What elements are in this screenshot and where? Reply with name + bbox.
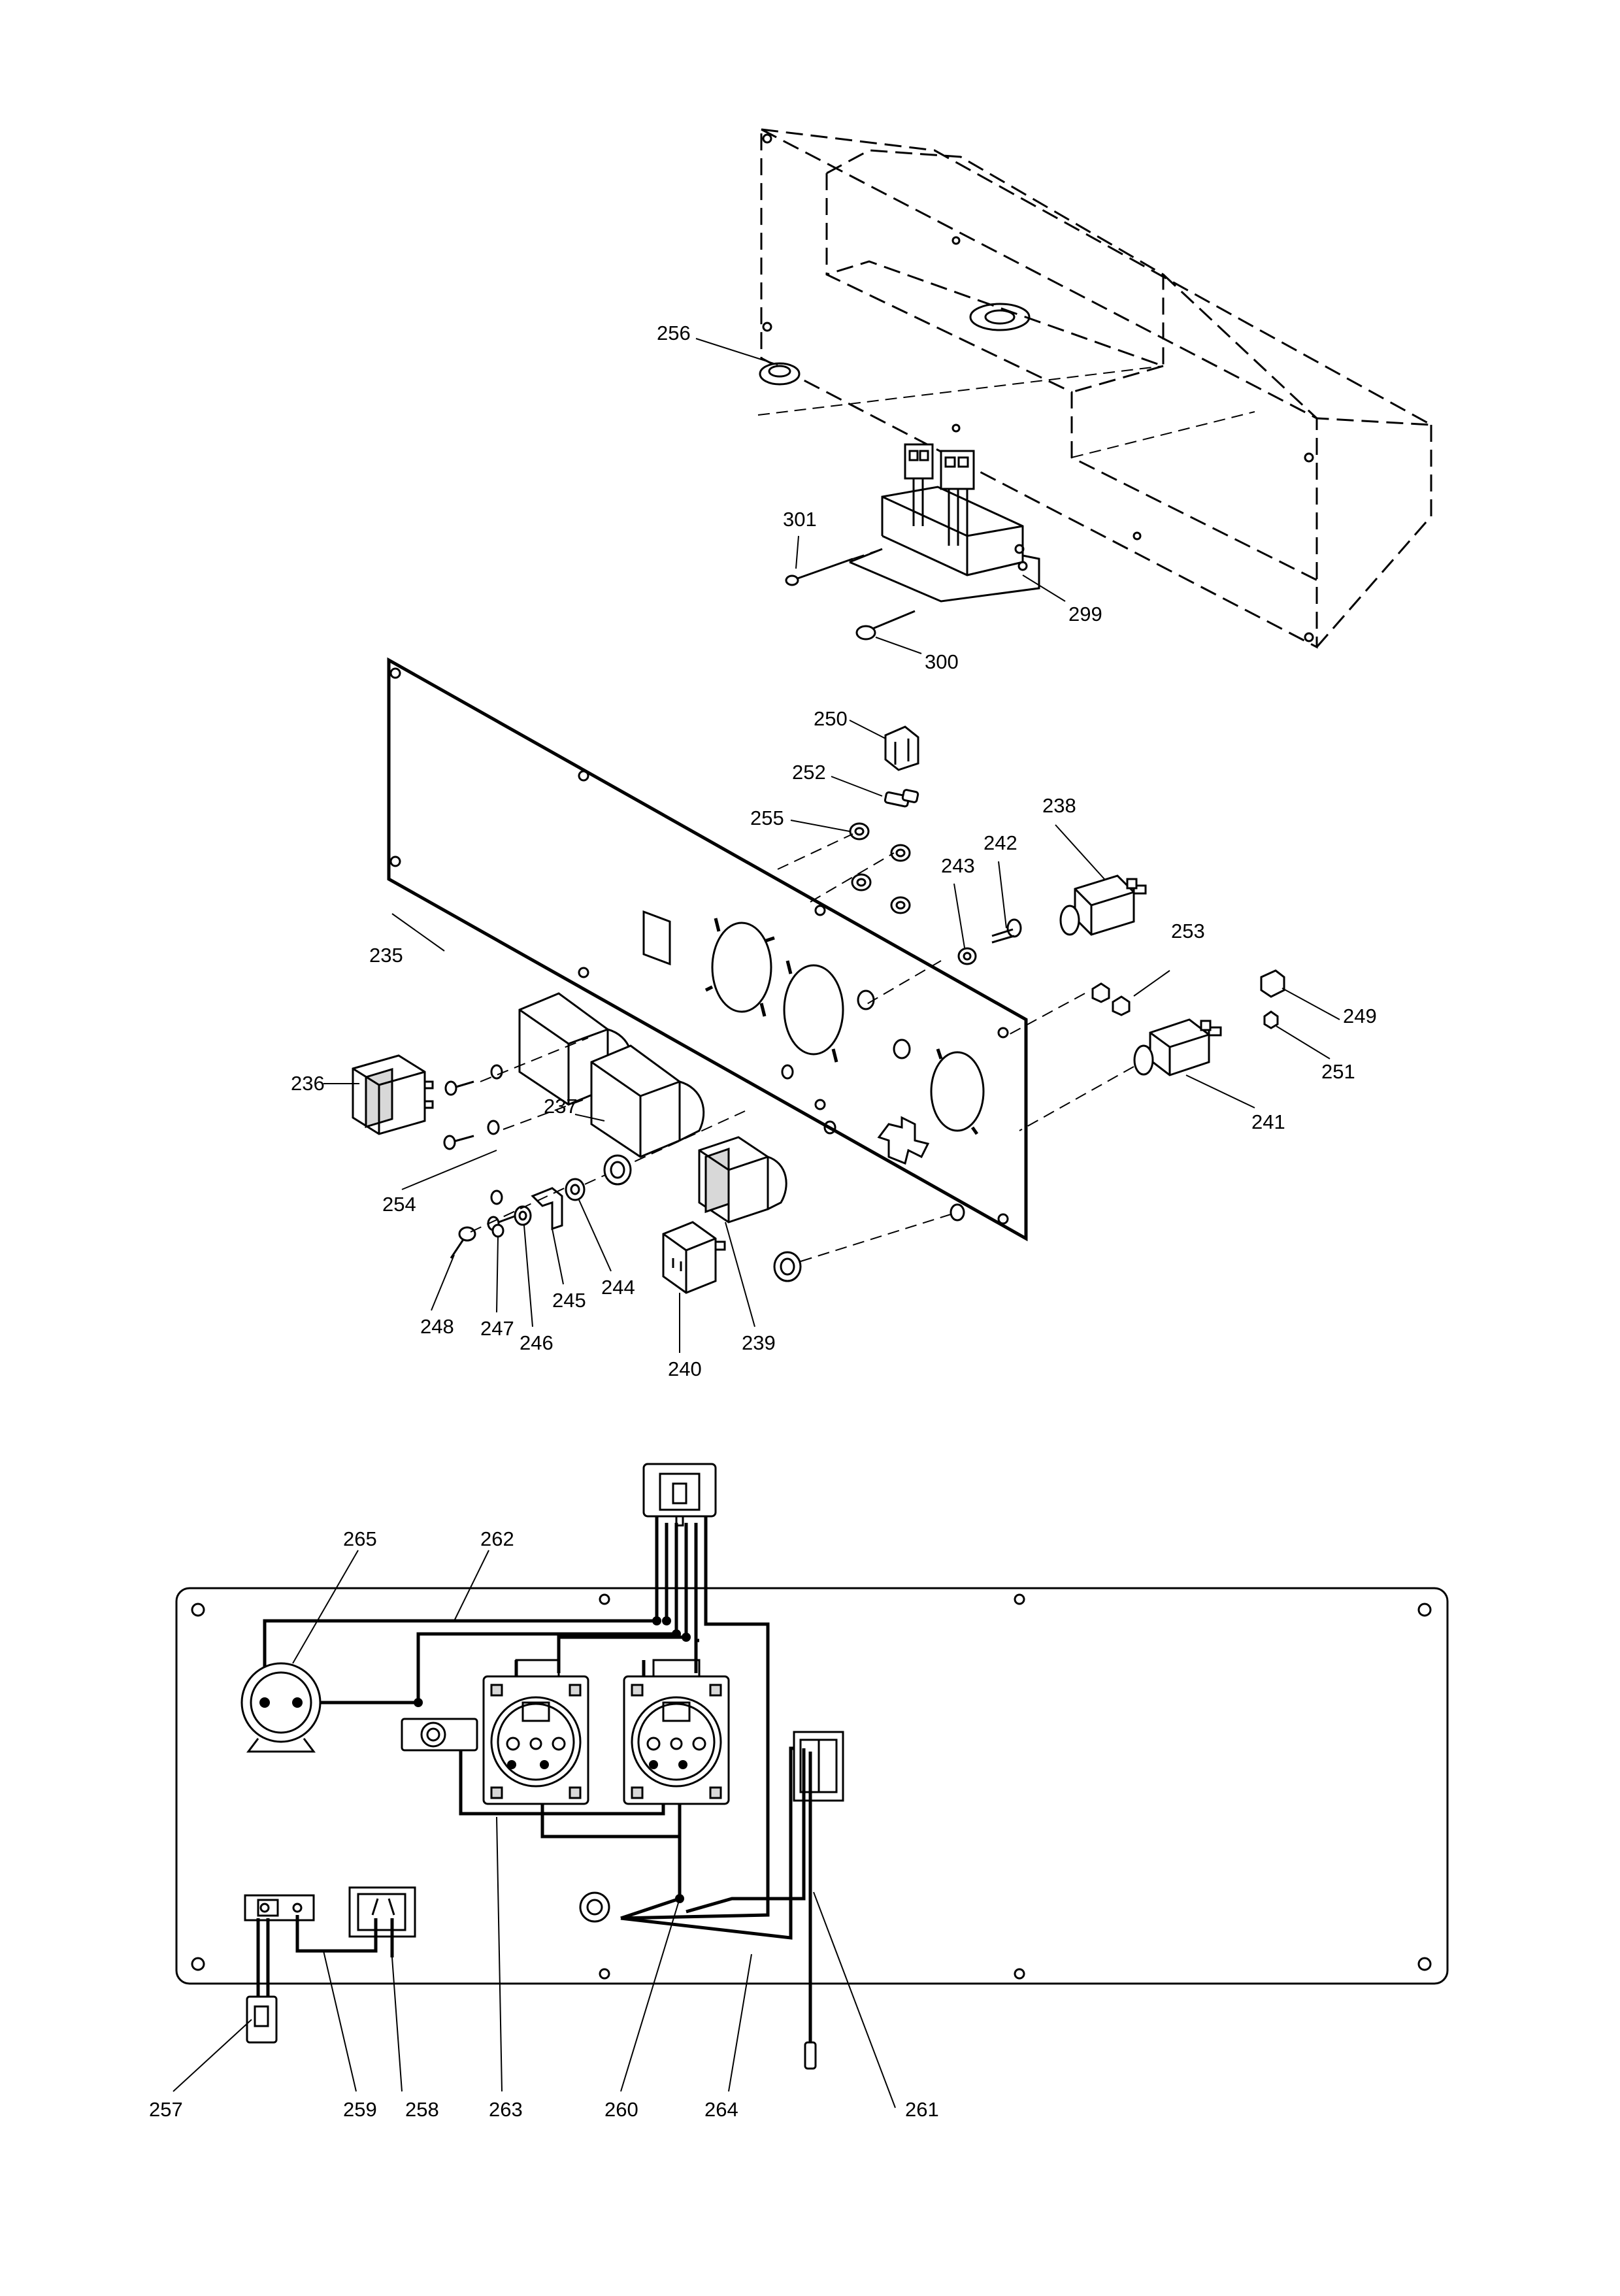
label-255: 255 [750,807,784,829]
label-248: 248 [420,1315,454,1338]
fastener-stack [431,1110,746,1327]
socket-wiring-left [482,1659,589,1805]
switch-part-236 [323,1054,434,1135]
switch-wiring-right [686,1731,896,2108]
grommet-part-256 [695,338,801,386]
label-301: 301 [783,508,817,531]
label-245: 245 [552,1289,586,1312]
label-238: 238 [1042,794,1076,817]
label-263: 263 [489,2098,523,2121]
nut-part-244 [565,1178,612,1272]
label-242: 242 [984,831,1017,854]
washer-part-243 [862,883,977,1007]
label-253: 253 [1171,920,1205,942]
label-262: 262 [480,1527,514,1550]
bolt-part-242 [991,861,1022,944]
grommet-part-lower [773,1214,951,1282]
label-244: 244 [601,1276,635,1299]
leader-264 [728,1954,752,2092]
label-258: 258 [405,2098,439,2121]
outlet-part-239 [698,1136,787,1327]
label-249: 249 [1343,1005,1377,1027]
label-257: 257 [149,2098,183,2121]
leader-263 [496,1816,503,2092]
bracket-part-299 [849,443,1066,603]
bracket-part-245 [531,1187,564,1285]
screw-part-301 [785,535,883,586]
label-260: 260 [604,2098,638,2121]
nut-part-255 [777,820,911,914]
nut-part-251 [1263,1010,1331,1059]
leader-262 [454,1550,489,1622]
circuit-breaker-part-238 [1055,824,1147,936]
screw-part-300 [855,610,922,654]
panel-cutouts [642,910,985,1222]
label-240: 240 [668,1357,702,1380]
label-261: 261 [905,2098,939,2121]
switch-part-258 [295,1886,416,2092]
label-299: 299 [1068,603,1102,625]
ground-stud [579,1891,610,1923]
fuse-holder-part-257 [173,1894,315,2092]
label-247: 247 [480,1317,514,1340]
label-246: 246 [520,1331,554,1354]
label-251: 251 [1321,1060,1355,1083]
ground-terminal [401,1718,478,1752]
label-259: 259 [343,2098,377,2121]
label-256: 256 [657,322,691,344]
label-243: 243 [941,854,975,877]
bolt-part-248 [431,1226,476,1311]
label-265: 265 [343,1527,377,1550]
label-254: 254 [382,1193,416,1216]
screws-part-254 [401,1037,589,1231]
connector-part-250 [849,720,919,771]
leader-260 [620,1898,680,2092]
clip-part-252 [831,776,919,808]
label-241: 241 [1251,1110,1285,1133]
outlet-part-240 [662,1221,726,1353]
label-252: 252 [792,761,826,784]
wire-connector-left [904,443,934,526]
circuit-breaker-part-241 [1019,1018,1255,1131]
nut-part-253 [1006,970,1170,1037]
label-237: 237 [544,1095,578,1118]
housing-dashed-outline [757,128,1432,649]
socket-wiring-right [623,1659,730,1805]
label-236: 236 [291,1072,325,1095]
meter-part-265 [240,1550,359,1753]
part-number-labels: 256 301 299 300 250 252 255 238 242 243 … [149,322,1377,2121]
label-300: 300 [925,650,959,673]
label-264: 264 [704,2098,738,2121]
label-250: 250 [814,707,848,730]
wire-connector-right [940,450,975,546]
label-239: 239 [742,1331,776,1354]
washer-part-247 [491,1223,504,1313]
washer-part-246 [514,1205,533,1327]
label-235: 235 [369,944,403,967]
terminal-part-249 [1260,969,1340,1020]
main-connector-top [642,1463,717,1527]
socket-part-237-b [574,1044,705,1158]
